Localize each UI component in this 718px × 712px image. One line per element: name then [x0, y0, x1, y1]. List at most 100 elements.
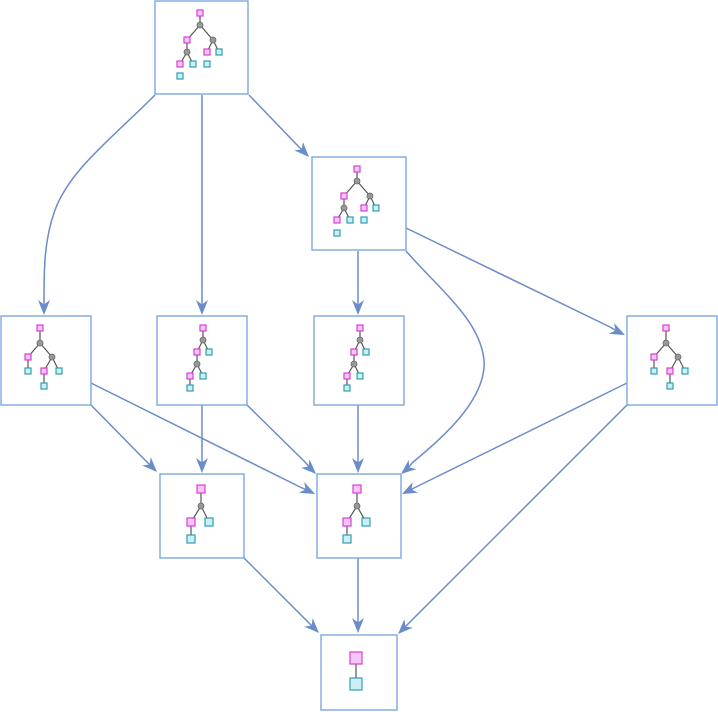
edge-line-n4-n8: [246, 404, 306, 463]
tree-node-pink-icon: [356, 324, 364, 332]
tree-node-pink-icon: [203, 48, 211, 56]
edge-n3-n8: [90, 382, 315, 494]
edge-n2-n5: [352, 251, 364, 315]
tree-leaf-cyan-icon: [186, 384, 194, 392]
tree-joint-icon: [340, 204, 348, 212]
node-box-n6: [626, 315, 718, 406]
tree-joint-icon: [353, 177, 361, 185]
tree-joint-icon: [193, 360, 201, 368]
tree-node-pink-icon: [666, 367, 674, 375]
edge-n4-n7: [196, 405, 208, 473]
tree-node-pink-icon: [333, 216, 341, 224]
node-n8: [316, 473, 402, 559]
tree-joint-icon: [366, 192, 374, 200]
node-n4: [156, 315, 248, 406]
tree-leaf-cyan-icon: [362, 348, 370, 356]
tree-joint-icon: [36, 339, 44, 347]
node-n2: [311, 156, 407, 251]
tree-node-pink-icon: [196, 484, 206, 494]
tree-joint-icon: [196, 21, 204, 29]
arrowhead-n2-n6: [608, 323, 625, 335]
tree-joint-icon: [662, 339, 670, 347]
tree-leaf-cyan-icon: [186, 534, 196, 544]
edge-n4-n8: [246, 404, 316, 474]
tree-icon: [186, 324, 213, 392]
node-n1: [154, 0, 249, 95]
arrowhead-n8-n9: [352, 618, 364, 633]
tree-leaf-cyan-icon: [360, 216, 368, 224]
tree-icon: [650, 324, 689, 390]
tree-leaf-cyan-icon: [40, 382, 48, 390]
tree-node-pink-icon: [350, 348, 358, 356]
tree-leaf-cyan-icon: [666, 382, 674, 390]
arrowhead-n4-n8: [301, 459, 316, 474]
tree-leaf-cyan-icon: [346, 216, 354, 224]
arrowhead-n2-n5: [352, 300, 364, 315]
tree-icon: [343, 324, 370, 392]
edge-line-n1-n2: [248, 94, 299, 147]
tree-leaf-cyan-icon: [189, 60, 197, 68]
tree-node-pink-icon: [340, 192, 348, 200]
tree-node-pink-icon: [199, 324, 207, 332]
tree-joint-icon: [199, 336, 207, 344]
tree-node-pink-icon: [36, 324, 44, 332]
tree-node-pink-icon: [176, 60, 184, 68]
tree-node-pink-icon: [186, 517, 196, 527]
arrowhead-n1-n3: [38, 299, 51, 315]
node-n3: [0, 315, 92, 406]
tree-leaf-cyan-icon: [349, 677, 363, 691]
tree-leaf-cyan-icon: [681, 367, 689, 375]
tree-icon: [176, 9, 223, 80]
node-box-n1: [154, 0, 249, 95]
tree-node-pink-icon: [650, 353, 658, 361]
tree-node-pink-icon: [342, 517, 352, 527]
tree-leaf-cyan-icon: [333, 229, 341, 237]
tree-leaf-cyan-icon: [55, 367, 63, 375]
edge-n5-n8: [352, 405, 364, 473]
tree-node-pink-icon: [360, 204, 368, 212]
edge-n1-n2: [248, 94, 309, 157]
arrowhead-n7-n9: [304, 618, 319, 633]
edge-n8-n9: [352, 558, 364, 633]
tree-leaf-cyan-icon: [356, 372, 364, 380]
tree-node-pink-icon: [352, 484, 362, 494]
tree-icon: [349, 651, 363, 691]
tree-leaf-cyan-icon: [204, 517, 214, 527]
edge-line-n6-n8: [415, 382, 628, 488]
arrowhead-n3-n7: [142, 457, 157, 472]
tree-node-pink-icon: [196, 9, 204, 17]
tree-node-pink-icon: [40, 367, 48, 375]
tree-node-pink-icon: [183, 36, 191, 44]
tree-node-pink-icon: [193, 348, 201, 356]
tree-leaf-cyan-icon: [372, 204, 380, 212]
tree-leaf-cyan-icon: [24, 367, 32, 375]
tree-node-pink-icon: [662, 324, 670, 332]
arrowhead-n4-n7: [196, 458, 208, 473]
tree-joint-icon: [674, 353, 682, 361]
arrowhead-n6-n8: [402, 481, 419, 494]
arrowhead-n5-n8: [352, 458, 364, 473]
tree-leaf-cyan-icon: [215, 48, 223, 56]
edge-n2-n6: [405, 227, 625, 335]
edge-n6-n9: [398, 404, 628, 634]
edge-n7-n9: [243, 557, 319, 633]
tree-icon: [342, 484, 371, 544]
tree-leaf-cyan-icon: [176, 72, 184, 80]
edges-layer: [38, 94, 628, 634]
edge-n2-n8: [401, 250, 485, 474]
tree-leaf-cyan-icon: [205, 348, 213, 356]
node-box-n3: [0, 315, 92, 406]
node-box-n9: [320, 634, 398, 711]
node-n5: [313, 315, 405, 406]
tree-leaf-cyan-icon: [361, 517, 371, 527]
tree-joint-icon: [356, 336, 364, 344]
tree-joint-icon: [350, 360, 358, 368]
arrowhead-n2-n8: [401, 459, 417, 474]
tree-node-pink-icon: [349, 651, 363, 665]
tree-leaf-cyan-icon: [199, 372, 207, 380]
tree-icon: [186, 484, 214, 544]
edge-line-n1-n3: [43, 94, 156, 301]
node-n9: [320, 634, 398, 711]
